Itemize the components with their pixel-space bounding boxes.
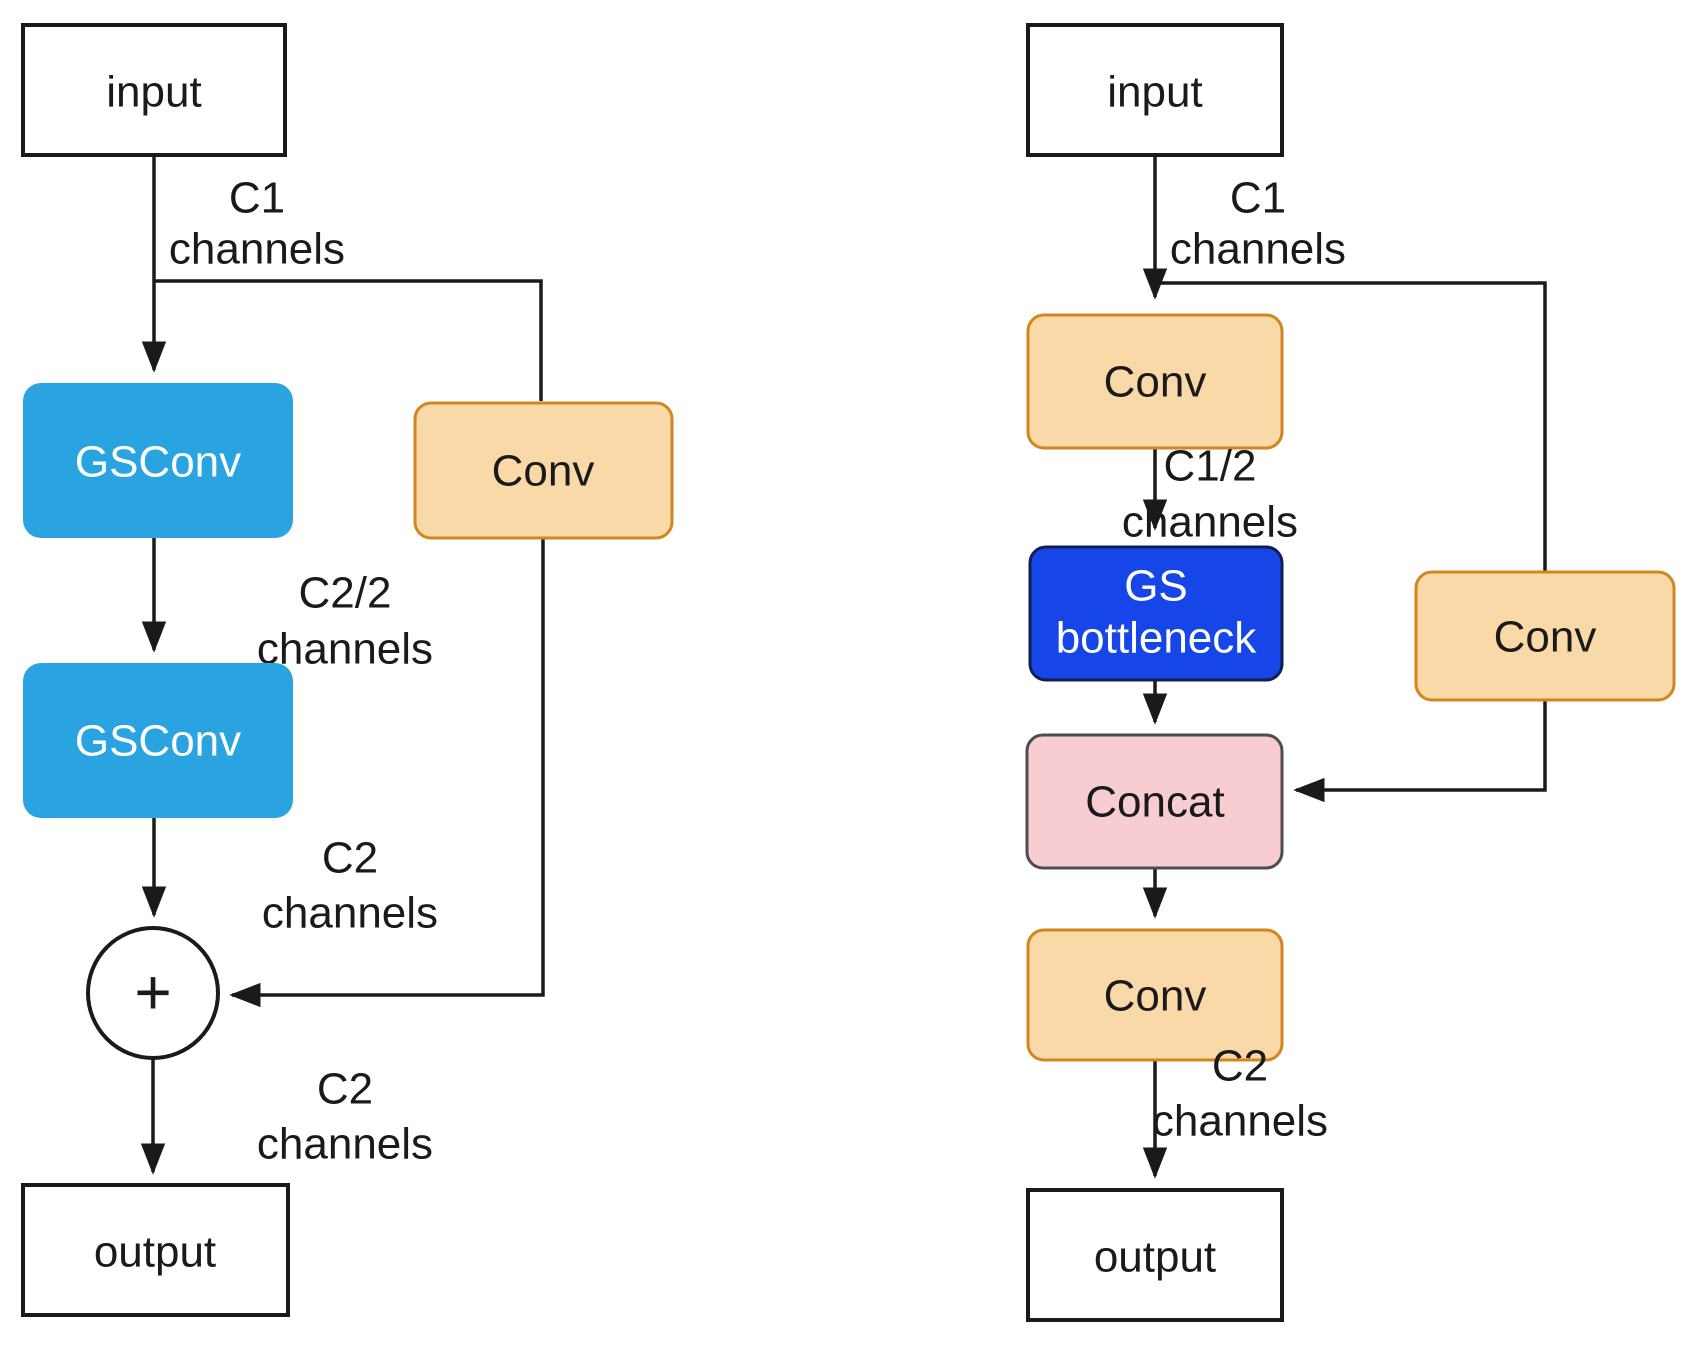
edge-label-c2half: C2/2 [299, 569, 392, 618]
right-module: input C1 channels Conv C1/2 channels GS … [1025, 23, 1676, 1322]
conv-shortcut-node [413, 401, 674, 540]
edge-label-c2half-channels: channels [257, 625, 433, 674]
add-node-label: + [134, 956, 171, 1028]
conv1-node [1026, 313, 1284, 450]
edge-label-c2-top-channels: channels [262, 889, 438, 938]
gsconv1-node [23, 383, 293, 538]
edge-label-c2-bottom: C2 [317, 1065, 373, 1114]
gsconv2-node [23, 663, 293, 818]
left-module: input C1 channels GSConv Conv C2/2 chann… [21, 23, 674, 1317]
conv-shortcut-node-label: Conv [492, 447, 595, 496]
edge-side-conv-to-concat [1293, 700, 1547, 803]
concat-node-label: Concat [1085, 778, 1224, 827]
edge-label-c2-bottom-channels: channels [257, 1120, 433, 1169]
edge-label-c1: C1 [229, 174, 285, 223]
edge-conv-to-add [229, 538, 545, 1008]
input-node [21, 23, 287, 157]
input-node-label: input [106, 68, 201, 117]
conv-side-node-label: Conv [1494, 613, 1597, 662]
gs-bottleneck-node-label-line1: GS [1124, 562, 1188, 611]
edge-label-c2-right: C2 [1212, 1042, 1268, 1091]
edge-label-c1half-channels: channels [1122, 498, 1298, 547]
edge-branch-to-side-conv [1155, 281, 1547, 571]
output-node [21, 1183, 290, 1317]
output-node-right [1026, 1188, 1284, 1322]
input-node-right-label: input [1107, 68, 1202, 117]
add-node [86, 926, 220, 1060]
gs-bottleneck-node [1028, 545, 1284, 682]
conv2-node-label: Conv [1104, 972, 1207, 1021]
edge-branch-to-conv [154, 279, 543, 401]
edge-label-c1-channels: channels [169, 225, 345, 274]
edge-label-c1-right: C1 [1230, 174, 1286, 223]
output-node-right-label: output [1094, 1233, 1216, 1282]
output-node-label: output [94, 1228, 216, 1277]
conv2-node [1026, 928, 1284, 1062]
gsconv1-node-label: GSConv [75, 438, 241, 487]
gsconv2-node-label: GSConv [75, 717, 241, 766]
edge-label-c1half: C1/2 [1164, 442, 1257, 491]
edge-label-c2-right-channels: channels [1152, 1097, 1328, 1146]
gs-bottleneck-node-label-line2: bottleneck [1056, 614, 1258, 663]
conv-side-node [1414, 570, 1676, 702]
edge-label-c2-top: C2 [322, 834, 378, 883]
input-node-right [1026, 23, 1284, 157]
concat-node [1025, 733, 1284, 870]
edge-label-c1-right-channels: channels [1170, 225, 1346, 274]
conv1-node-label: Conv [1104, 358, 1207, 407]
